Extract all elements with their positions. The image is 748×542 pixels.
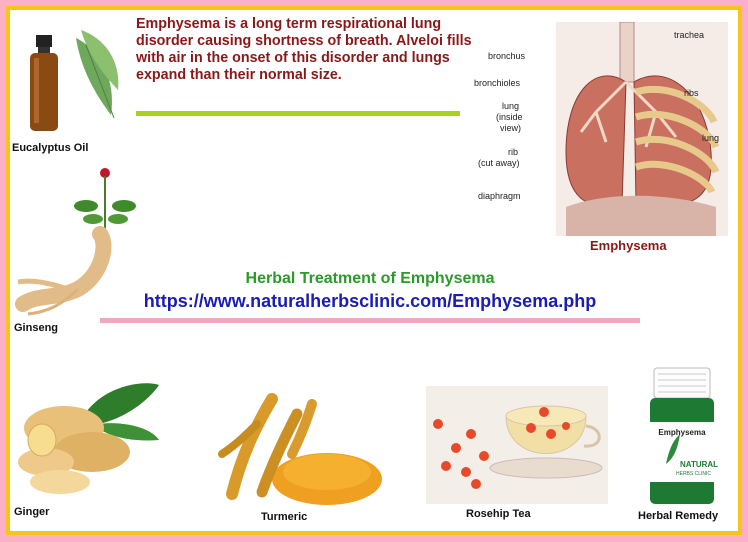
label-bronchus: bronchus [488,51,526,61]
eucalyptus-oil-label: Eucalyptus Oil [12,142,89,154]
label-trachea: trachea [674,30,705,40]
ginger-label: Ginger [14,506,50,518]
label-bronchioles: bronchioles [474,78,521,88]
page-title: Herbal Treatment of Emphysema [245,270,495,287]
label-ribs: ribs [684,88,699,98]
ginseng-label: Ginseng [14,322,59,334]
green-divider [136,111,460,116]
pink-divider [100,318,640,323]
turmeric-label: Turmeric [261,511,308,523]
label-lung-inside-2: (inside [496,112,523,122]
bottle-brand-name: NATURAL [680,460,719,469]
label-lung-inside-1: lung [502,101,520,111]
label-diaphragm: diaphragm [478,191,521,201]
label-lung: lung [702,133,720,143]
bottle-title: Emphysema [658,428,706,437]
diagram-caption: Emphysema [590,238,667,253]
ginseng-image [15,168,136,316]
turmeric-image [212,384,382,508]
rosehip-tea-label: Rosehip Tea [466,508,531,520]
emphysema-description: Emphysema is a long term respirational l… [136,16,472,83]
label-rib-cut-2: (cut away) [478,158,520,168]
herbal-remedy-label: Herbal Remedy [638,510,719,522]
lung-anatomy-diagram [556,22,728,236]
herbal-remedy-bottle [650,367,714,504]
bottle-brand-sub: HERBS CLINIC [676,471,712,477]
ginger-image [18,383,159,494]
label-lung-inside-3: view) [500,123,522,133]
clinic-url[interactable]: https://www.naturalherbsclinic.com/Emphy… [143,291,597,311]
rosehip-tea-image [426,386,608,504]
label-rib-cut-1: rib [508,147,519,157]
eucalyptus-oil-image [30,30,119,131]
